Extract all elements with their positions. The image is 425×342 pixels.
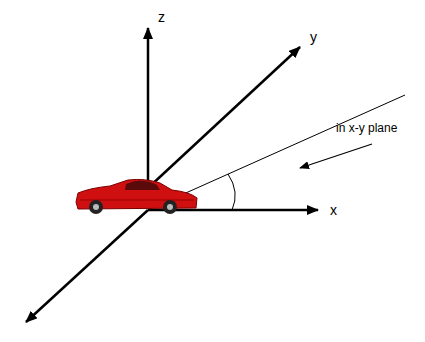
z-axis bbox=[147, 28, 150, 188]
negative-y-axis bbox=[26, 210, 148, 322]
car-picture bbox=[76, 179, 197, 214]
plane-line bbox=[150, 95, 405, 209]
leader-arrow bbox=[300, 144, 372, 168]
angle-arc bbox=[228, 174, 235, 210]
plane-note: in x-y plane bbox=[336, 122, 397, 134]
axis-label: z bbox=[158, 10, 165, 24]
y-axis bbox=[148, 47, 300, 188]
axis-label: x bbox=[330, 203, 337, 217]
axis-label: y bbox=[310, 30, 317, 44]
